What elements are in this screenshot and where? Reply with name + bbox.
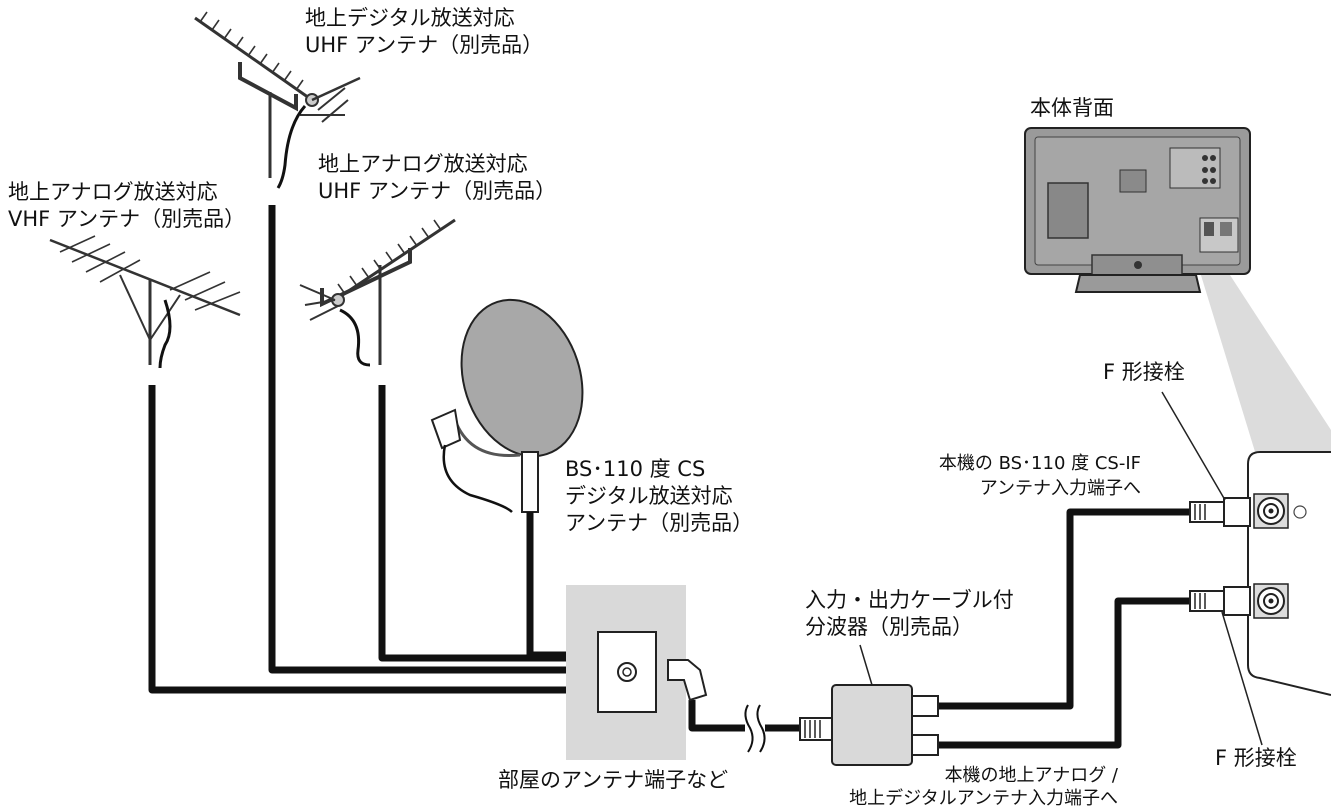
terrestrial-input-label-line1: 本機の地上アナログ / — [944, 765, 1118, 786]
uhf-analog-antenna — [299, 218, 456, 367]
uhf-digital-antenna-label-line1: 地上デジタル放送対応 — [305, 6, 515, 30]
cable-wall-to-splitter — [688, 700, 745, 732]
cable-bs — [526, 512, 568, 659]
cable-uhf-digital — [268, 205, 568, 674]
terrestrial-input-label-line2: 地上デジタルアンテナ入力端子へ — [849, 788, 1118, 809]
input-panel-detail — [1247, 451, 1331, 696]
cable-splitter-to-terrestrial — [935, 597, 1200, 749]
uhf-analog-antenna-label-line1: 地上アナログ放送対応 — [318, 152, 528, 176]
wall-outlet — [566, 585, 708, 760]
splitter-label-line2: 分波器（別売品） — [805, 615, 973, 639]
cable-vhf — [148, 385, 568, 694]
uhf-analog-antenna-label-line2: UHF アンテナ（別売品） — [318, 179, 557, 203]
cable-splitter-to-bs — [935, 508, 1200, 710]
splitter-label-line1: 入力・出力ケーブル付 — [805, 588, 1014, 612]
splitter — [799, 644, 939, 766]
leader-lines — [1161, 391, 1263, 746]
bs-input-label-line1: 本機の BS･110 度 CS-IF — [938, 453, 1141, 474]
tv-back-label: 本体背面 — [1030, 96, 1114, 120]
vhf-analog-antenna — [49, 235, 241, 369]
cable-uhf-analog — [378, 385, 568, 662]
f-connector-label-top: F 形接栓 — [1103, 360, 1185, 384]
cable-break-mark — [744, 704, 766, 753]
bs-input-label-line2: アンテナ入力端子へ — [979, 478, 1141, 499]
bs-cs-antenna-label-line3: アンテナ（別売品） — [565, 511, 754, 535]
vhf-analog-antenna-label-line2: VHF アンテナ（別売品） — [8, 207, 246, 231]
bs-cs-dish-antenna — [430, 298, 584, 513]
bs-cs-antenna-label-line1: BS･110 度 CS — [565, 457, 706, 481]
wall-outlet-label: 部屋のアンテナ端子など — [498, 768, 729, 792]
uhf-digital-antenna — [194, 11, 361, 189]
bs-cs-antenna-label-line2: デジタル放送対応 — [565, 484, 733, 508]
uhf-digital-antenna-label-line2: UHF アンテナ（別売品） — [305, 33, 544, 57]
f-connector-label-bottom: F 形接栓 — [1215, 746, 1297, 770]
f-connector-terrestrial — [1189, 586, 1251, 616]
f-connector-bs — [1189, 497, 1251, 527]
vhf-analog-antenna-label-line1: 地上アナログ放送対応 — [8, 180, 218, 204]
tv-rear — [1024, 127, 1251, 293]
